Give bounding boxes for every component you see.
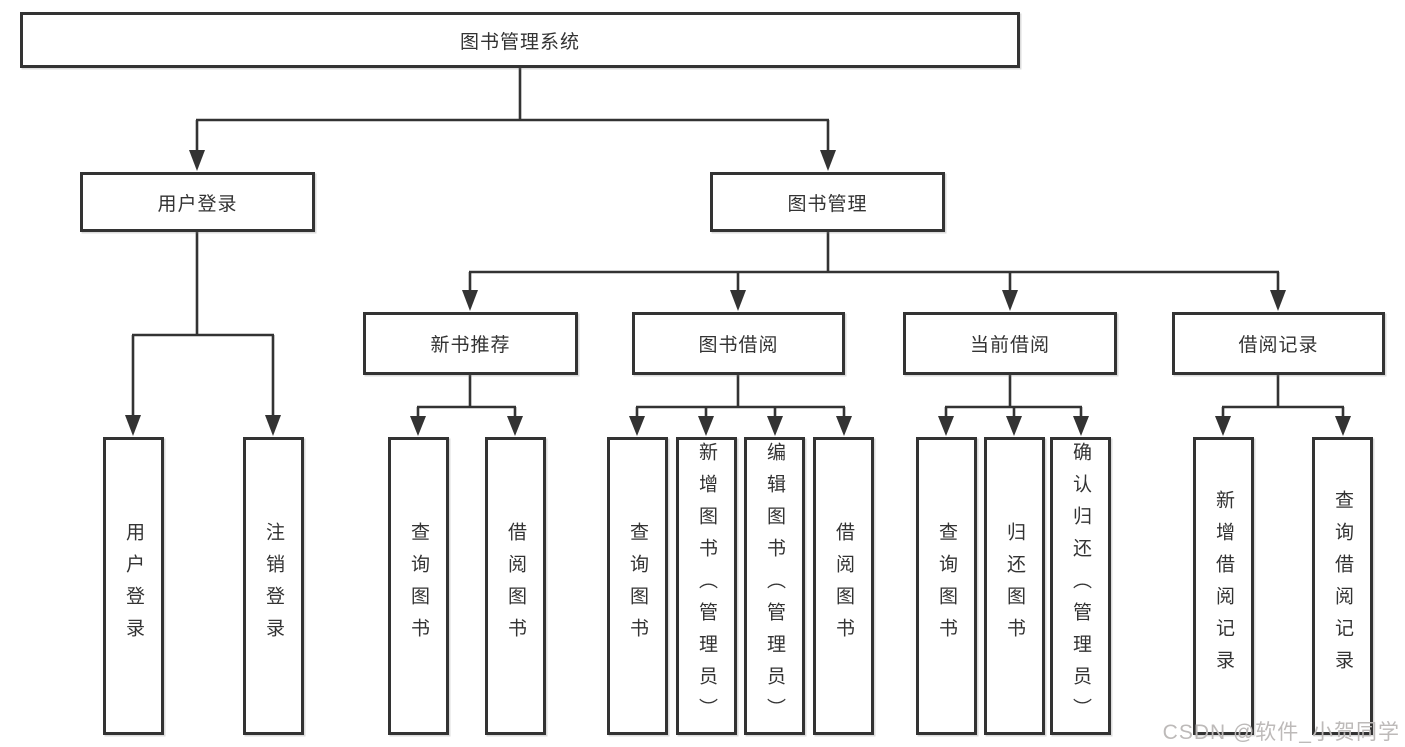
node-new-book-recommend-label: 新书推荐	[430, 335, 511, 356]
leaf-confirm-return-admin-label: 确认归还（管理员）	[1070, 442, 1091, 730]
leaf-query-books-current-label: 查询图书	[936, 522, 957, 650]
connector-user-login-to-leaves	[125, 232, 281, 436]
leaf-edit-books-admin: 编辑图书（管理员）	[744, 437, 805, 735]
leaf-logout: 注销登录	[243, 437, 304, 735]
node-book-management-label: 图书管理	[787, 193, 868, 215]
node-borrow-records: 借阅记录	[1172, 312, 1385, 375]
leaf-query-borrow-record-label: 查询借阅记录	[1332, 490, 1353, 682]
node-book-borrowing-label: 图书借阅	[698, 335, 779, 356]
leaf-borrow-books-recommend-label: 借阅图书	[505, 522, 526, 650]
csdn-watermark: CSDN @软件_小贺同学	[1162, 721, 1400, 744]
leaf-confirm-return-admin: 确认归还（管理员）	[1050, 437, 1111, 735]
connector-book-mgmt-to-level3	[462, 232, 1286, 311]
leaf-return-books: 归还图书	[984, 437, 1045, 735]
leaf-return-books-label: 归还图书	[1004, 522, 1025, 650]
node-borrow-records-label: 借阅记录	[1238, 335, 1319, 356]
connector-root-to-level2	[189, 68, 836, 171]
node-user-login: 用户登录	[80, 172, 315, 232]
node-book-management: 图书管理	[710, 172, 945, 232]
leaf-borrow-books-recommend: 借阅图书	[485, 437, 546, 735]
leaf-user-login: 用户登录	[103, 437, 164, 735]
leaf-query-books-borrowing: 查询图书	[607, 437, 668, 735]
node-current-borrowing-label: 当前借阅	[969, 335, 1050, 356]
node-current-borrowing: 当前借阅	[903, 312, 1117, 375]
leaf-edit-books-admin-label: 编辑图书（管理员）	[764, 442, 785, 730]
leaf-borrow-books-borrowing: 借阅图书	[813, 437, 874, 735]
connector-current-borrow-to-leaves	[938, 375, 1089, 436]
leaf-add-books-admin-label: 新增图书（管理员）	[696, 442, 717, 730]
leaf-query-books-borrowing-label: 查询图书	[627, 522, 648, 650]
node-new-book-recommend: 新书推荐	[363, 312, 578, 375]
connector-new-book-rec-to-leaves	[410, 375, 523, 436]
node-user-login-label: 用户登录	[157, 193, 238, 215]
node-root-label: 图书管理系统	[459, 31, 580, 53]
leaf-add-borrow-record-label: 新增借阅记录	[1213, 490, 1234, 682]
connector-borrow-records-to-leaves	[1215, 375, 1351, 436]
leaf-query-books-recommend-label: 查询图书	[408, 522, 429, 650]
node-book-borrowing: 图书借阅	[632, 312, 845, 375]
leaf-query-borrow-record: 查询借阅记录	[1312, 437, 1373, 735]
leaf-query-books-recommend: 查询图书	[388, 437, 449, 735]
connector-book-borrow-to-leaves	[629, 375, 852, 436]
leaf-query-books-current: 查询图书	[916, 437, 977, 735]
leaf-user-login-label: 用户登录	[123, 522, 144, 650]
leaf-logout-label: 注销登录	[263, 522, 284, 650]
leaf-add-borrow-record: 新增借阅记录	[1193, 437, 1254, 735]
leaf-add-books-admin: 新增图书（管理员）	[676, 437, 737, 735]
leaf-borrow-books-borrowing-label: 借阅图书	[833, 522, 854, 650]
node-root-system: 图书管理系统	[20, 12, 1020, 68]
